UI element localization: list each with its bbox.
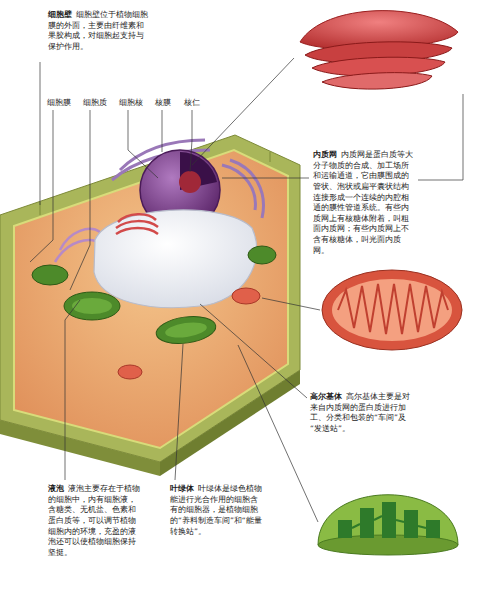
description-text: 内质网是蛋白质等大分子物质的合成、加工场所和运输通道，它由膜围成的管状、泡状或扁… bbox=[313, 150, 413, 255]
text-block: 叶绿体叶绿体是绿色植物能进行光合作用的细胞含有的细胞器，是植物细胞的“养料制造车… bbox=[170, 484, 265, 537]
part-label: 细胞膜 bbox=[47, 98, 71, 107]
heading-text: 高尔基体 bbox=[310, 392, 342, 401]
text-block: 核膜 bbox=[155, 97, 171, 108]
heading-text: 叶绿体 bbox=[170, 484, 194, 493]
part-label: 核仁 bbox=[184, 98, 200, 107]
text-block: 细胞膜 bbox=[47, 97, 71, 108]
heading-text: 液泡 bbox=[48, 484, 64, 493]
heading-text: 细胞壁 bbox=[48, 10, 72, 19]
text-block: 核仁 bbox=[184, 97, 200, 108]
text-block: 高尔基体高尔基体主要是对来自内质网的蛋白质进行加工、分类和包装的“车间”及“发送… bbox=[310, 392, 410, 435]
part-label: 细胞核 bbox=[119, 98, 143, 107]
text-block: 液泡液泡主要存在于植物的细胞中，内有细胞液，含糖类、无机盐、色素和蛋白质等，可以… bbox=[48, 484, 143, 558]
text-block: 细胞质 bbox=[83, 97, 107, 108]
heading-text: 内质网 bbox=[313, 150, 337, 159]
part-label: 核膜 bbox=[155, 98, 171, 107]
text-block: 内质网内质网是蛋白质等大分子物质的合成、加工场所和运输通道，它由膜围成的管状、泡… bbox=[313, 150, 413, 256]
part-label: 细胞质 bbox=[83, 98, 107, 107]
text-block: 细胞核 bbox=[119, 97, 143, 108]
text-block: 细胞壁细胞壁位于植物细胞膜的外面，主要由纤维素和果胶构成，对细胞起支持与保护作用… bbox=[48, 10, 148, 53]
description-text: 液泡主要存在于植物的细胞中，内有细胞液，含糖类、无机盐、色素和蛋白质等，可以调节… bbox=[48, 484, 140, 557]
